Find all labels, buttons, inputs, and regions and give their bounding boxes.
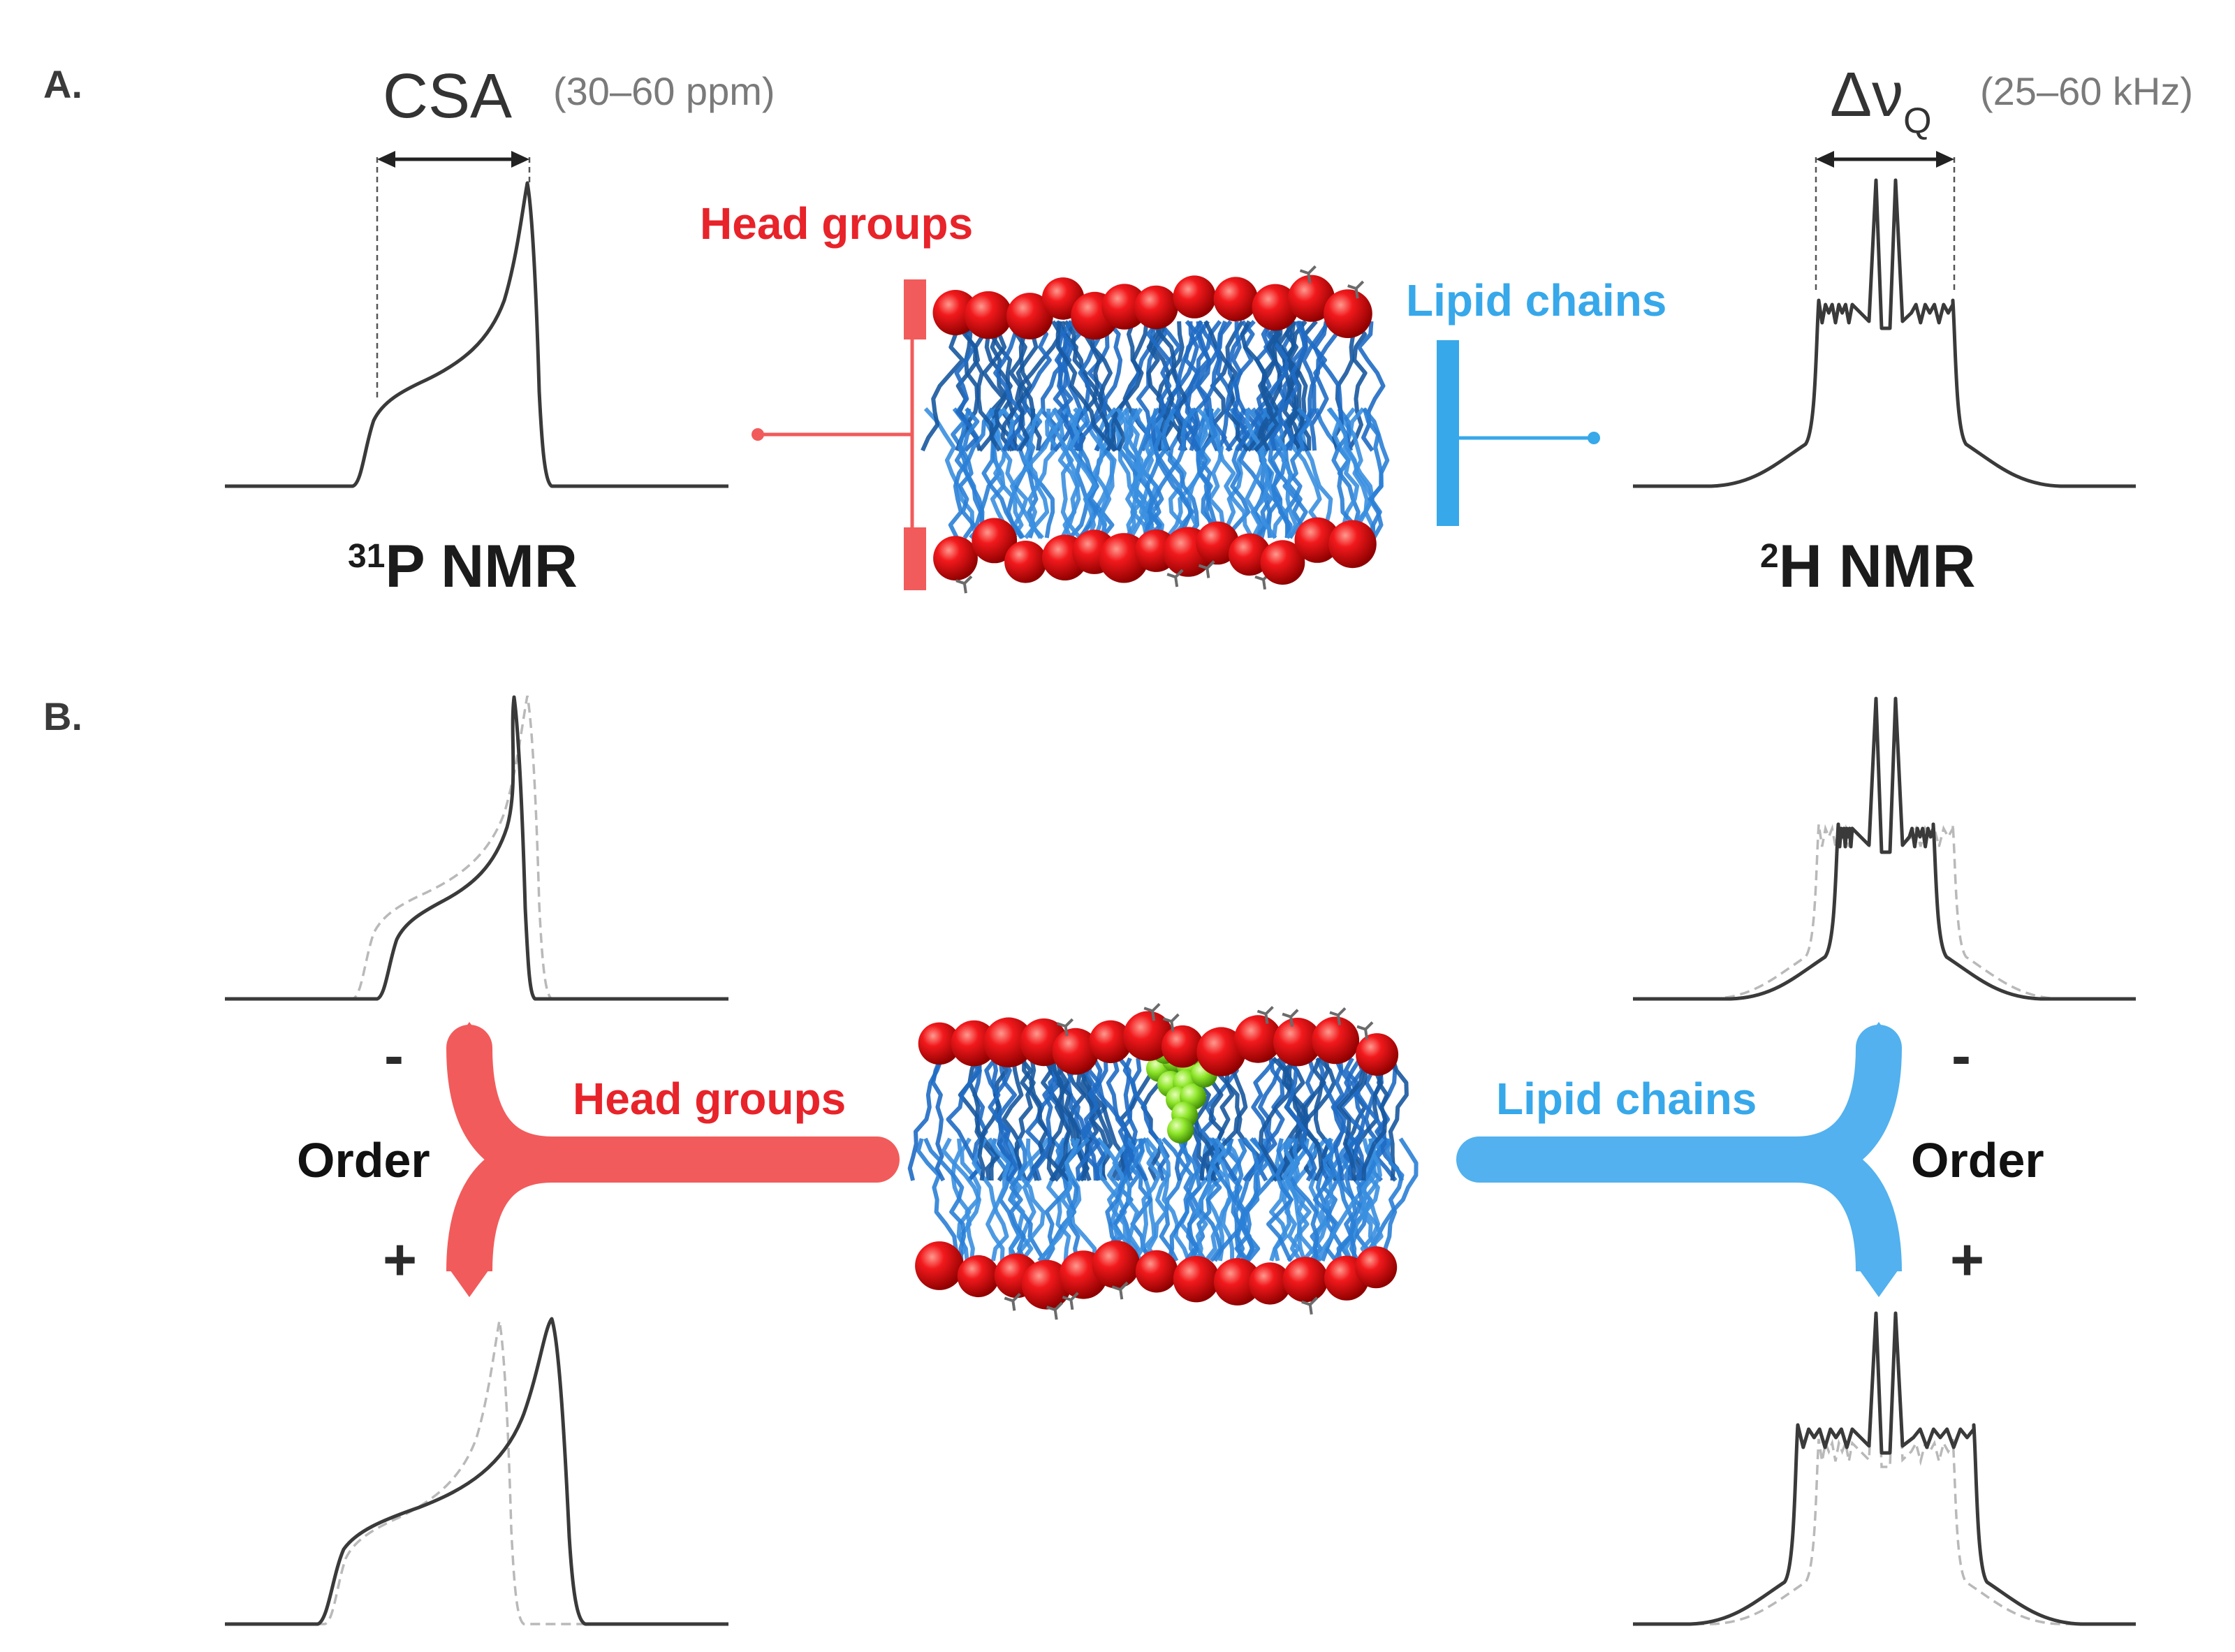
p31-line-b-plus	[225, 1317, 728, 1626]
p31-reference-b-plus	[225, 1320, 728, 1625]
head-groups-label-a: Head groups	[700, 198, 973, 249]
lipid-tails	[921, 319, 1390, 540]
dq-range: (25–60 kHz)	[1980, 69, 2193, 113]
membrane-bilayer-b	[907, 1002, 1419, 1320]
lipid-chains-label-b: Lipid chains	[1496, 1074, 1757, 1124]
minus-sign-left: -	[384, 1023, 404, 1088]
h2-spectrum-line-a	[1633, 178, 2136, 488]
order-label-right: Order	[1911, 1133, 2044, 1187]
panel-a-label: A.	[43, 62, 82, 106]
h2-line-b-plus	[1633, 1311, 2136, 1626]
plus-sign-left: +	[383, 1227, 417, 1292]
h2-spectrum-b-minus	[1633, 696, 2136, 1001]
panel-b-label: B.	[43, 694, 82, 738]
order-label-left: Order	[297, 1133, 430, 1187]
head-group-spheres	[932, 265, 1377, 594]
membrane-bilayer-a	[921, 265, 1390, 594]
h2-nmr-title: 2H NMR	[1760, 533, 1976, 600]
lipid-chain-bracket	[1437, 340, 1600, 526]
dq-arrowhead-right	[1936, 151, 1954, 168]
p31-spectrum-a	[225, 151, 728, 488]
dq-label: ΔνQ	[1830, 60, 1932, 141]
csa-range: (30–60 ppm)	[553, 69, 775, 113]
p31-spectrum-line-a	[225, 181, 728, 488]
h2-spectrum-b-plus	[1633, 1311, 2136, 1626]
p31-spectrum-b-minus	[225, 695, 728, 1001]
p31-line-b-minus	[225, 695, 728, 1001]
head-groups-label-b: Head groups	[573, 1074, 846, 1124]
plus-sign-right: +	[1950, 1227, 1984, 1292]
head-group-bracket	[752, 279, 926, 590]
h2-line-b-minus	[1633, 696, 2136, 1001]
lipid-tails	[907, 1056, 1419, 1263]
csa-label: CSA	[383, 61, 512, 131]
h2-reference-b-plus	[1633, 1313, 2136, 1625]
split-arrow-left	[446, 1022, 900, 1297]
h2-spectrum-a	[1633, 151, 2136, 488]
csa-arrowhead-right	[511, 151, 529, 168]
split-arrow-right	[1456, 1022, 1902, 1297]
csa-arrowhead-left	[377, 151, 395, 168]
dq-arrowhead-left	[1816, 151, 1834, 168]
p31-nmr-title: 31P NMR	[348, 533, 578, 600]
p31-reference-b-minus	[225, 695, 728, 1000]
p31-spectrum-b-plus	[225, 1317, 728, 1626]
h2-reference-b-minus	[1633, 698, 2136, 1000]
head-group-spheres	[915, 1002, 1399, 1320]
minus-sign-right: -	[1951, 1023, 1971, 1088]
lipid-chains-label-a: Lipid chains	[1406, 275, 1666, 326]
